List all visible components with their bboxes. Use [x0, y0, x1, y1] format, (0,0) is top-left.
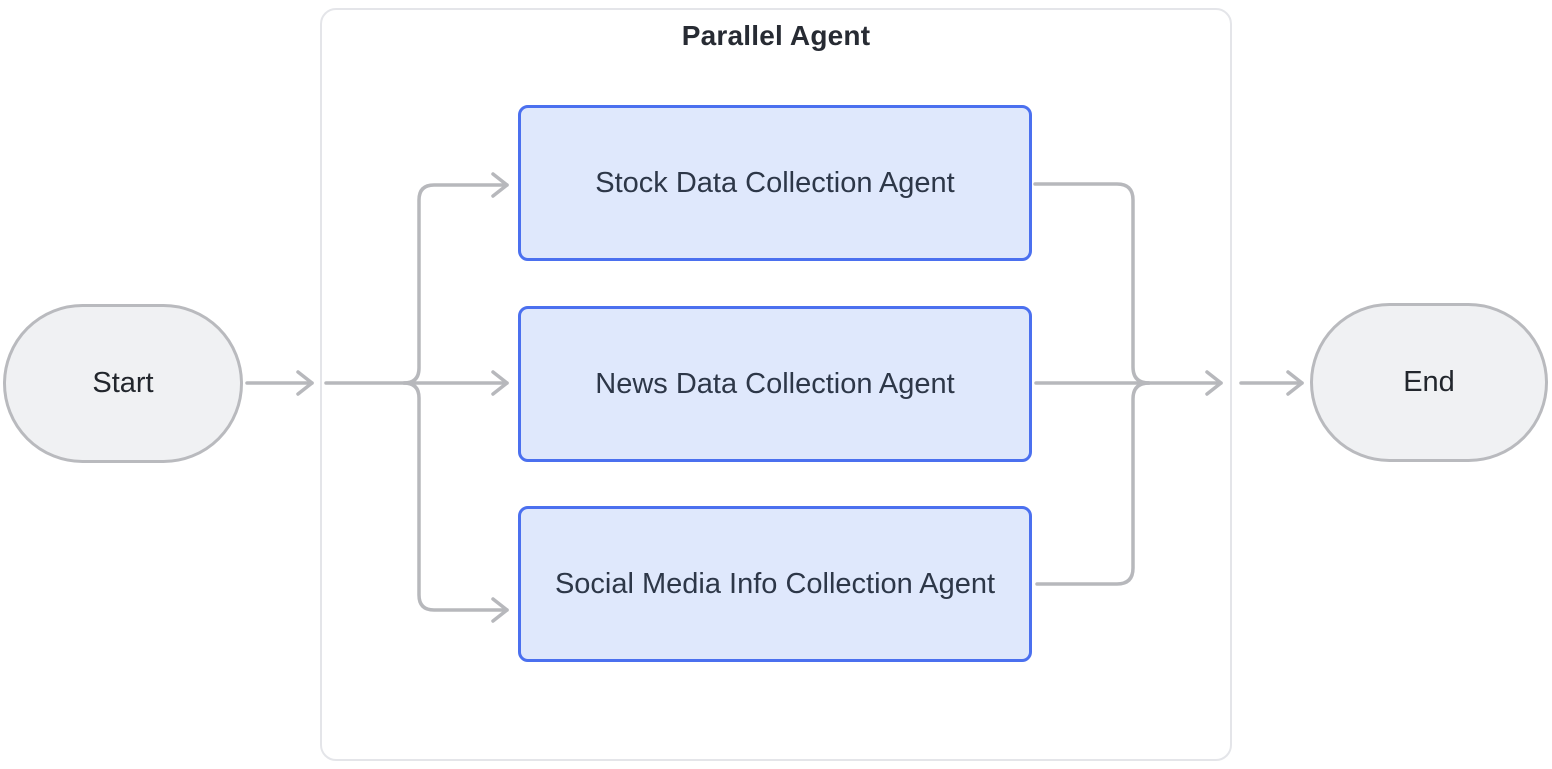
node-news-data-collection-agent: News Data Collection Agent [518, 306, 1032, 462]
node-social-media-info-collection-agent: Social Media Info Collection Agent [518, 506, 1032, 662]
node-end: End [1310, 303, 1548, 462]
node-news-label: News Data Collection Agent [595, 367, 955, 400]
node-end-label: End [1403, 366, 1455, 398]
node-social-label: Social Media Info Collection Agent [554, 567, 996, 600]
node-start-label: Start [92, 367, 154, 399]
node-stock-label: Stock Data Collection Agent [595, 166, 955, 199]
parallel-agent-title: Parallel Agent [681, 20, 871, 51]
parallel-agent-container: Parallel Agent [320, 8, 1232, 761]
node-stock-data-collection-agent: Stock Data Collection Agent [518, 105, 1032, 261]
node-start: Start [3, 304, 243, 463]
